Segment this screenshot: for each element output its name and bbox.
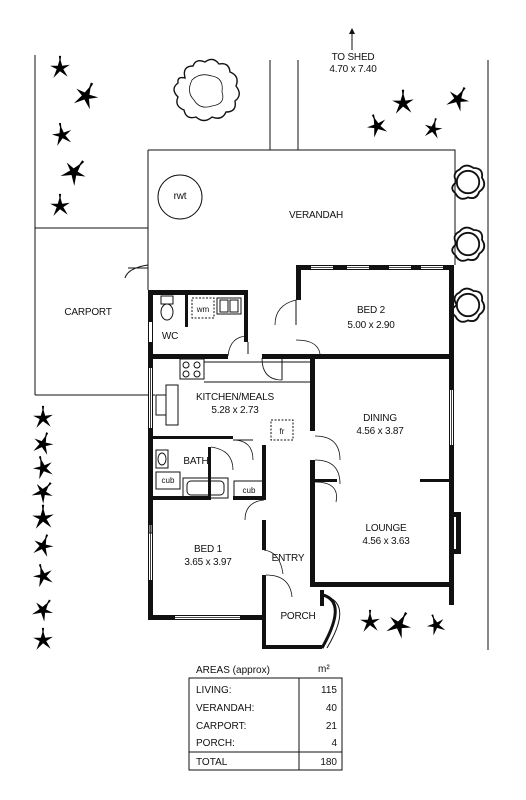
door-swings [210,299,341,598]
areas-unit: m² [318,664,330,675]
cub-label-bath: cub [162,476,175,485]
room-dining-name: DINING [363,413,397,424]
room-bed1-size: 3.65 x 3.97 [184,557,232,568]
wm-label: wm [196,305,210,314]
to-shed-title: TO SHED [332,52,375,63]
cub-label-hall: cub [243,486,256,495]
fixtures [148,295,310,534]
areas-row-value: 4 [331,738,337,749]
verandah-label: VERANDAH [289,210,343,221]
areas-total-value: 180 [320,757,337,768]
room-dining-size: 4.56 x 3.87 [356,426,404,437]
room-bed1-name: BED 1 [194,544,223,555]
windows [149,266,453,649]
garden-plants [29,55,474,650]
rainwater-tank [157,174,203,220]
room-kitchen-size: 5.28 x 2.73 [211,405,259,416]
room-bed2-name: BED 2 [357,305,386,316]
carport-label: CARPORT [64,307,111,318]
annotations: TO SHED 4.70 x 7.40 rwt VERANDAH CARPORT… [64,52,410,622]
areas-table: AREAS (approx) m² LIVING: 115 VERANDAH: … [188,664,343,771]
areas-title: AREAS (approx) [196,665,270,676]
areas-row-label: PORCH: [196,738,235,749]
areas-row-value: 21 [326,721,338,732]
hedge-bushes [451,164,486,323]
areas-row-label: CARPORT: [196,721,246,732]
large-tree [173,58,240,122]
entry-label: ENTRY [272,553,305,564]
bath-label: BATH [183,456,208,467]
to-shed-size: 4.70 x 7.40 [329,64,377,75]
areas-row-label: VERANDAH: [196,703,254,714]
areas-total-label: TOTAL [196,757,228,768]
porch-label: PORCH [280,611,315,622]
areas-row-value: 115 [321,685,337,696]
room-bed2-size: 5.00 x 2.90 [347,320,395,331]
room-kitchen-name: KITCHEN/MEALS [196,392,275,403]
to-shed-arrow [349,28,355,50]
fr-label: fr [280,427,285,436]
areas-row-label: LIVING: [196,685,232,696]
room-lounge-size: 4.56 x 3.63 [362,536,410,547]
site-lines [34,55,489,650]
room-lounge-name: LOUNGE [365,523,407,534]
rwt-label: rwt [174,191,187,202]
areas-row-value: 40 [326,703,338,714]
wc-label: WC [162,331,178,342]
